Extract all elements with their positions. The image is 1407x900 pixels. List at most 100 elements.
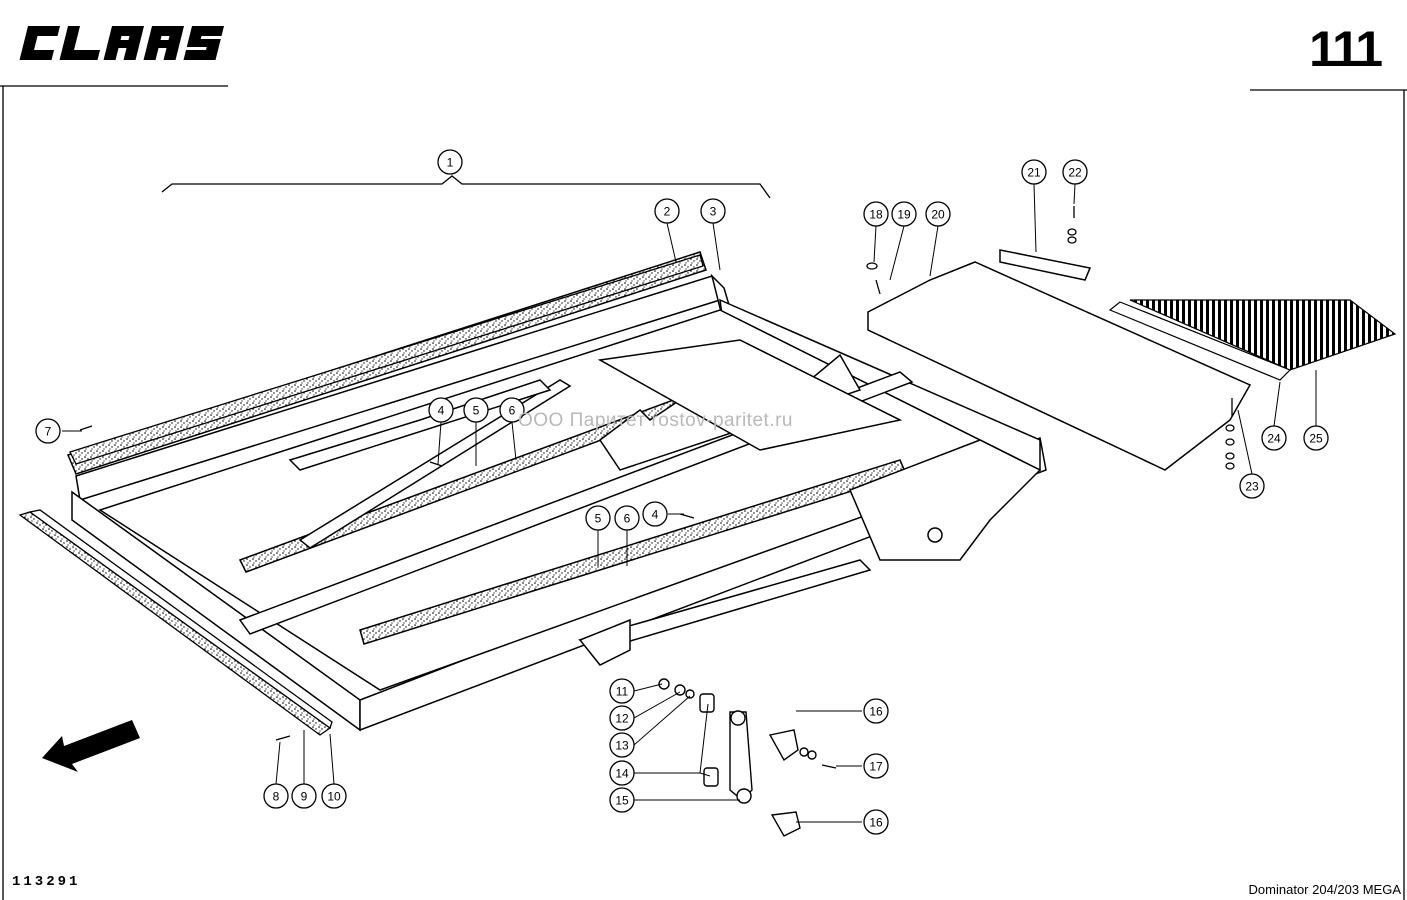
link-arm-bottom-eye [736, 788, 752, 804]
callout-circle [291, 783, 317, 809]
callout-label: 5 [595, 512, 602, 526]
cover-plate-20 [867, 249, 1252, 471]
callout-circle [863, 698, 889, 724]
callout-circle [463, 397, 489, 423]
callout-circle [863, 201, 889, 227]
watermark: ООО Паритет rostov-paritet.ru [518, 410, 793, 431]
bolt-17 [821, 764, 837, 769]
callout-17: 17 [863, 753, 889, 779]
callout-circle [428, 397, 454, 423]
callout-label: 13 [615, 739, 629, 753]
callout-circle [499, 397, 525, 423]
callout-label: 10 [327, 790, 341, 804]
grating [597, 339, 903, 451]
callout-22: 22 [1062, 159, 1088, 185]
front-slat-group [18, 509, 333, 736]
underside-bracket [578, 618, 631, 666]
callout-label: 22 [1068, 166, 1082, 180]
right-gusset [849, 439, 1042, 561]
bushing-14-lower [703, 767, 719, 787]
callout-circle [700, 198, 726, 224]
cover-strip-2 [69, 254, 704, 465]
callout-label: 21 [1027, 166, 1041, 180]
callout-8: 8 [263, 783, 289, 809]
callout-14: 14 [609, 760, 635, 786]
leader-lines [62, 183, 1317, 823]
callout-circle [263, 783, 289, 809]
callout-circle [925, 201, 951, 227]
bearing-bracket-16-upper [768, 729, 799, 762]
callout-3: 3 [700, 198, 726, 224]
callout-label: 25 [1309, 432, 1323, 446]
gusset-hole [927, 527, 943, 543]
callout-circle [609, 787, 635, 813]
callout-label: 2 [664, 205, 671, 219]
callout-circle [437, 149, 463, 175]
sieve-24-25 [1108, 299, 1397, 381]
callout-circle [35, 418, 61, 444]
callout-circle [609, 705, 635, 731]
callout-circle [614, 505, 640, 531]
callout-16: 16 [863, 698, 889, 724]
callout-circle [1062, 159, 1088, 185]
callout-label: 17 [869, 760, 883, 774]
callout-label: 18 [869, 208, 883, 222]
callout-circle [609, 678, 635, 704]
callout-label: 9 [301, 790, 308, 804]
callout-4: 4 [642, 501, 668, 527]
callout-6: 6 [614, 505, 640, 531]
callout-circle [642, 501, 668, 527]
nut-11 [658, 678, 670, 690]
callout-label: 7 [45, 425, 52, 439]
callout-label: 15 [615, 794, 629, 808]
callout-19: 19 [891, 201, 917, 227]
claas-logo [12, 18, 237, 68]
link-arm-15 [729, 711, 753, 801]
callout-label: 5 [473, 404, 480, 418]
bolt-19 [875, 279, 881, 295]
page-number: 111 [1309, 21, 1383, 77]
frame-lines [0, 85, 1407, 900]
callout-5: 5 [463, 397, 489, 423]
sieve-frame [66, 251, 1047, 732]
callout-circle [1239, 473, 1265, 499]
screw-8 [275, 735, 291, 741]
machine-model: Dominator 204/203 MEGA [1248, 882, 1401, 897]
screw-4-lower [679, 513, 695, 519]
arm-assembly [658, 678, 837, 837]
callout-label: 16 [869, 705, 883, 719]
callout-25: 25 [1303, 425, 1329, 451]
callout-10: 10 [321, 783, 347, 809]
callout-label: 19 [897, 208, 911, 222]
callout-label: 23 [1245, 480, 1259, 494]
callout-24: 24 [1261, 425, 1287, 451]
callout-1: 1 [437, 149, 463, 175]
callout-label: 16 [869, 816, 883, 830]
callout-11: 11 [609, 678, 635, 704]
bearing-bracket-16-lower [770, 811, 801, 837]
screw-7 [79, 425, 93, 431]
callout-7: 7 [35, 418, 61, 444]
callout-2: 2 [654, 198, 680, 224]
washer-12 [674, 684, 686, 696]
screw-4-upper [429, 461, 443, 467]
callout-label: 24 [1267, 432, 1281, 446]
callout-label: 8 [273, 790, 280, 804]
callout-circle [321, 783, 347, 809]
callout-label: 11 [616, 685, 629, 699]
callout-label: 20 [931, 208, 945, 222]
callout-4: 4 [428, 397, 454, 423]
link-arm-top-eye [730, 710, 746, 726]
callout-circle [609, 732, 635, 758]
callout-5: 5 [585, 505, 611, 531]
callout-21: 21 [1021, 159, 1047, 185]
callout-circle [863, 809, 889, 835]
callout-circle [609, 760, 635, 786]
travel-direction-arrow-icon [42, 720, 140, 772]
callout-6: 6 [499, 397, 525, 423]
callout-circle [891, 201, 917, 227]
callout-label: 3 [710, 205, 717, 219]
callout-9: 9 [291, 783, 317, 809]
